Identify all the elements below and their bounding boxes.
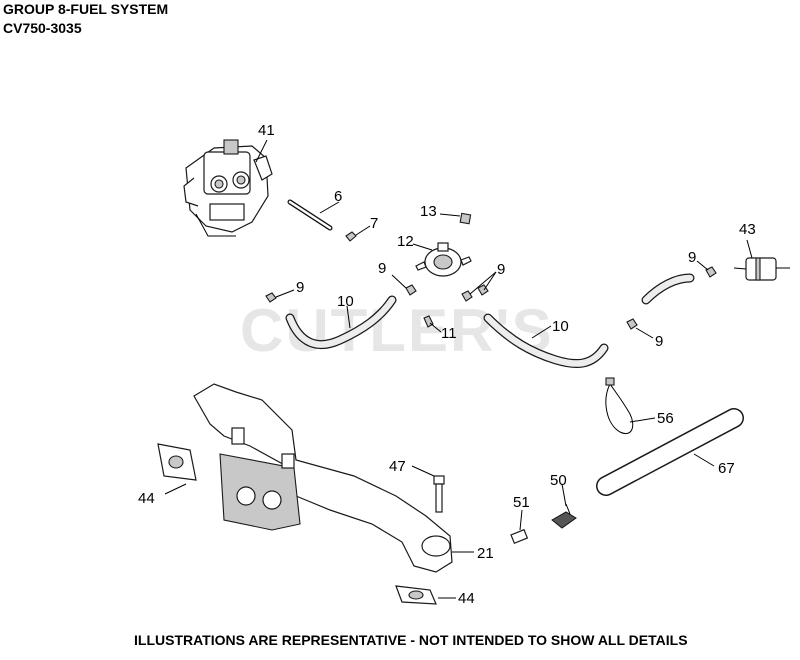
part-bolt [433,475,445,513]
footer-disclaimer: ILLUSTRATIONS ARE REPRESENTATIVE - NOT I… [134,632,688,648]
part-shaft [287,199,333,231]
part-pin [510,528,529,545]
callout-9c: 9 [497,261,505,278]
callout-56: 56 [657,410,674,427]
callout-11: 11 [441,325,457,342]
callout-50: 50 [550,472,567,489]
part-fuel-filter [733,257,790,281]
callout-21: 21 [477,545,494,562]
part-fuel-hose [285,273,695,369]
callout-44a: 44 [138,490,155,507]
part-fitting-11 [423,315,434,328]
part-nut-13 [459,212,472,225]
part-clamps [265,266,717,330]
part-intake-manifold [193,383,453,573]
callout-9b: 9 [378,260,386,277]
callout-labels: 41 6 7 13 12 9 9 9 43 9 10 11 10 9 56 47… [138,122,756,607]
callout-51: 51 [513,494,530,511]
callout-44b: 44 [458,590,475,607]
part-hose-67 [596,408,744,496]
callout-47: 47 [389,458,406,475]
callout-7: 7 [370,215,378,232]
callout-41: 41 [258,122,275,139]
part-carburetor [183,139,273,237]
part-gaskets [157,443,437,605]
callout-6: 6 [334,188,342,205]
callout-43: 43 [739,221,756,238]
callout-67: 67 [718,460,735,477]
part-clip-7 [345,231,357,242]
part-tie-strap [605,377,634,434]
callout-9e: 9 [655,333,663,350]
part-valve [551,503,577,529]
model-number: CV750-3035 [3,20,82,36]
callout-9d: 9 [688,249,696,266]
part-fuel-pump [415,242,472,277]
callout-10b: 10 [552,318,569,335]
callout-13: 13 [420,203,437,220]
leader-lines [164,139,753,599]
callout-12: 12 [397,233,414,250]
callout-10a: 10 [337,293,354,310]
group-title: GROUP 8-FUEL SYSTEM [3,1,169,17]
callout-9a: 9 [296,279,304,296]
